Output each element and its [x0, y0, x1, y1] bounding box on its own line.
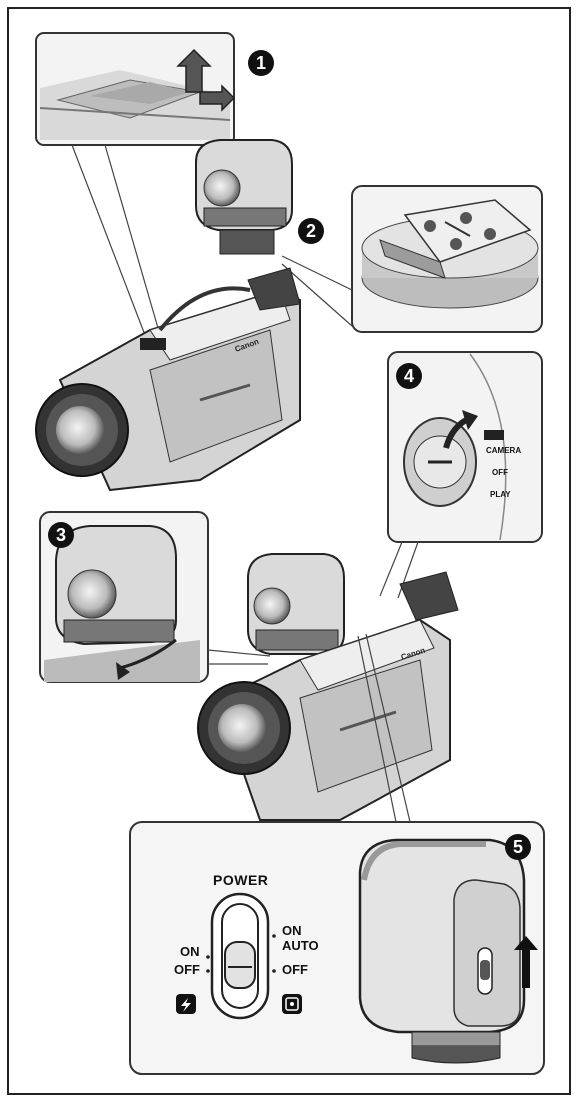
- power-right-auto-label: AUTO: [282, 939, 319, 953]
- step-number-2: 2: [298, 218, 324, 244]
- dial-label-play: PLAY: [490, 490, 511, 499]
- camcorder-top: [36, 268, 300, 490]
- power-right-on-label: ON: [282, 924, 302, 938]
- dial-label-off: OFF: [492, 468, 508, 477]
- power-right-off-label: OFF: [282, 963, 308, 977]
- power-left-off-label: OFF: [174, 963, 200, 977]
- dial-label-camera: CAMERA: [486, 446, 521, 455]
- step-number-5: 5: [505, 834, 531, 860]
- step-number-3: 3: [48, 522, 74, 548]
- microphone-top: [196, 140, 292, 254]
- step-number-4: 4: [396, 363, 422, 389]
- detail-panel-step-1: [36, 33, 234, 145]
- power-switch-knob: [225, 942, 255, 988]
- power-left-on-label: ON: [180, 945, 200, 959]
- detail-panel-step-2: [352, 186, 542, 332]
- power-title: POWER: [213, 872, 268, 888]
- microphone-middle: [248, 554, 344, 654]
- step-number-1: 1: [248, 50, 274, 76]
